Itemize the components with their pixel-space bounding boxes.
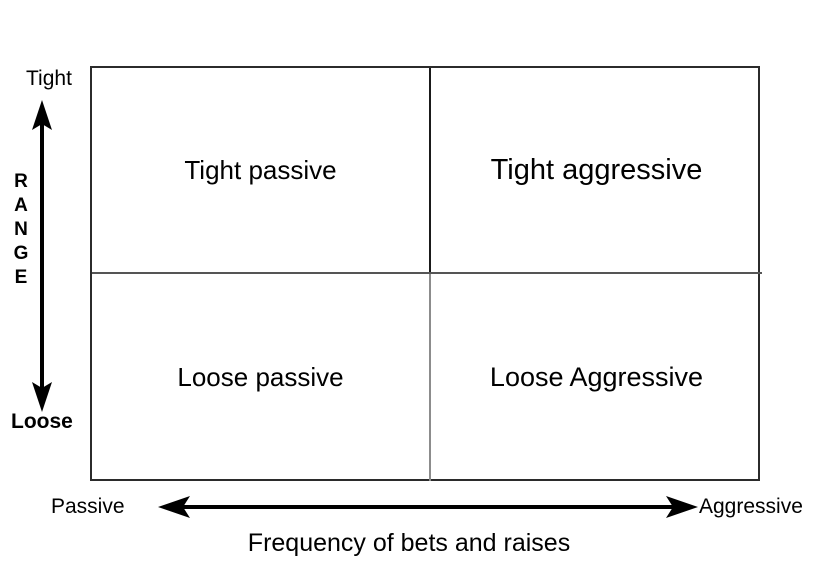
quadrant-label: Tight aggressive <box>490 153 703 186</box>
y-axis-title-letter: G <box>13 243 29 264</box>
quadrant-label: Tight passive <box>184 154 337 185</box>
matrix-horizontal-divider <box>92 272 762 274</box>
quadrant-label: Loose passive <box>177 362 344 392</box>
y-axis-title-letter: A <box>14 195 28 216</box>
y-axis-top-label: Tight <box>26 67 72 90</box>
x-axis-right-label: Aggressive <box>699 495 803 518</box>
quadrant-tight-passive: Tight passive <box>92 68 429 272</box>
x-axis-title: Frequency of bets and raises <box>247 529 571 557</box>
quadrant-loose-aggressive: Loose Aggressive <box>431 274 762 481</box>
y-axis-double-arrow-icon <box>26 100 58 412</box>
quadrant-matrix: Tight passive Tight aggressive Loose pas… <box>90 66 762 481</box>
y-axis-bottom-label: Loose <box>11 410 73 433</box>
matrix-vertical-divider-lower <box>429 274 431 481</box>
y-axis-title: R A N G E <box>8 170 34 290</box>
matrix-vertical-divider-upper <box>429 68 431 272</box>
y-axis-title-letter: N <box>14 219 28 240</box>
x-axis-double-arrow-icon <box>158 494 698 520</box>
quadrant-label: Loose Aggressive <box>489 362 704 392</box>
quadrant-loose-passive: Loose passive <box>92 274 429 481</box>
y-axis-title-letter: R <box>14 171 28 192</box>
x-axis-left-label: Passive <box>51 495 125 518</box>
y-axis-title-letter: E <box>14 267 28 288</box>
quadrant-tight-aggressive: Tight aggressive <box>431 68 762 272</box>
